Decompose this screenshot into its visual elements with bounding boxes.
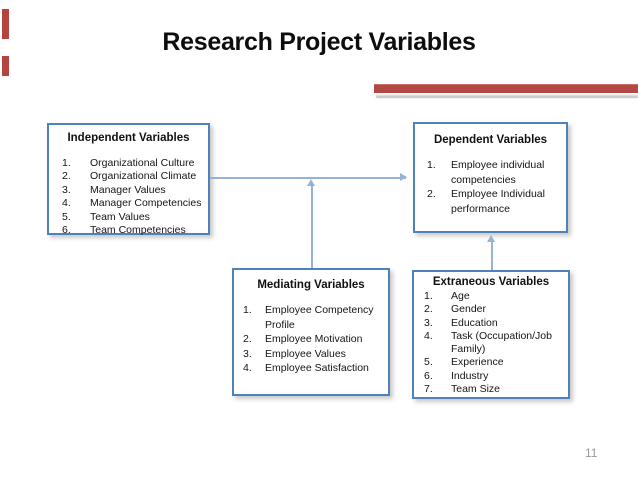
slide-title: Research Project Variables (162, 28, 476, 56)
list-item: Employee individual competencies (427, 158, 545, 186)
mediating-variables-title: Mediating Variables (257, 279, 365, 291)
connector-extraneous-to-dependent (491, 240, 493, 270)
dependent-variables-box: Dependent Variables Employee individual … (413, 122, 568, 233)
independent-variables-list: Organizational Culture Organizational Cl… (49, 157, 208, 238)
mediating-variables-list: Employee Competency Profile Employee Mot… (234, 303, 388, 376)
list-item: Employee Competency Profile (243, 303, 374, 331)
list-item: Team Values (62, 210, 150, 225)
list-item: Age (424, 290, 470, 304)
list-item: Team Size (424, 383, 501, 397)
title-accent-line-shadow (376, 95, 638, 98)
list-item: Team Competencies (62, 224, 186, 238)
left-accent-bar-top (2, 9, 9, 39)
list-item: Manager Competencies (62, 197, 202, 211)
arrowhead-right-icon (400, 173, 407, 181)
dependent-variables-title: Dependent Variables (433, 134, 548, 146)
list-item: Employee Motivation (243, 332, 363, 346)
list-item: Employee Values (243, 347, 346, 361)
list-item: Manager Values (62, 183, 166, 198)
connector-independent-to-dependent (210, 177, 406, 179)
list-item: Organizational Climate (62, 170, 197, 184)
list-item: Employee Satisfaction (243, 361, 369, 375)
list-item: Education (424, 316, 498, 331)
arrowhead-up-extraneous-icon (487, 235, 495, 242)
list-item: Industry (424, 369, 489, 384)
page-number: 11 (585, 446, 598, 460)
list-item: Experience (424, 356, 504, 370)
extraneous-variables-list: Age Gender Education Task (Occupation/Jo… (414, 290, 568, 397)
title-accent-line (374, 84, 638, 93)
independent-variables-box: Independent Variables Organizational Cul… (47, 123, 210, 238)
list-item: Organizational Culture (62, 157, 195, 171)
arrowhead-up-mediating-icon (307, 179, 315, 186)
list-item: Employee Individual performance (427, 187, 545, 215)
mediating-variables-box: Mediating Variables Employee Competency … (232, 268, 390, 396)
dependent-variables-list: Employee individual competencies Employe… (415, 158, 566, 216)
extraneous-variables-title: Extraneous Variables (432, 276, 550, 288)
list-item: Task (Occupation/Job Family) (424, 329, 552, 356)
list-item: Gender (424, 303, 487, 317)
left-accent-bar-bottom (2, 56, 9, 76)
extraneous-variables-box: Extraneous Variables Age Gender Educatio… (412, 270, 570, 399)
connector-mediating-to-path (311, 183, 313, 268)
independent-variables-title: Independent Variables (67, 132, 190, 144)
